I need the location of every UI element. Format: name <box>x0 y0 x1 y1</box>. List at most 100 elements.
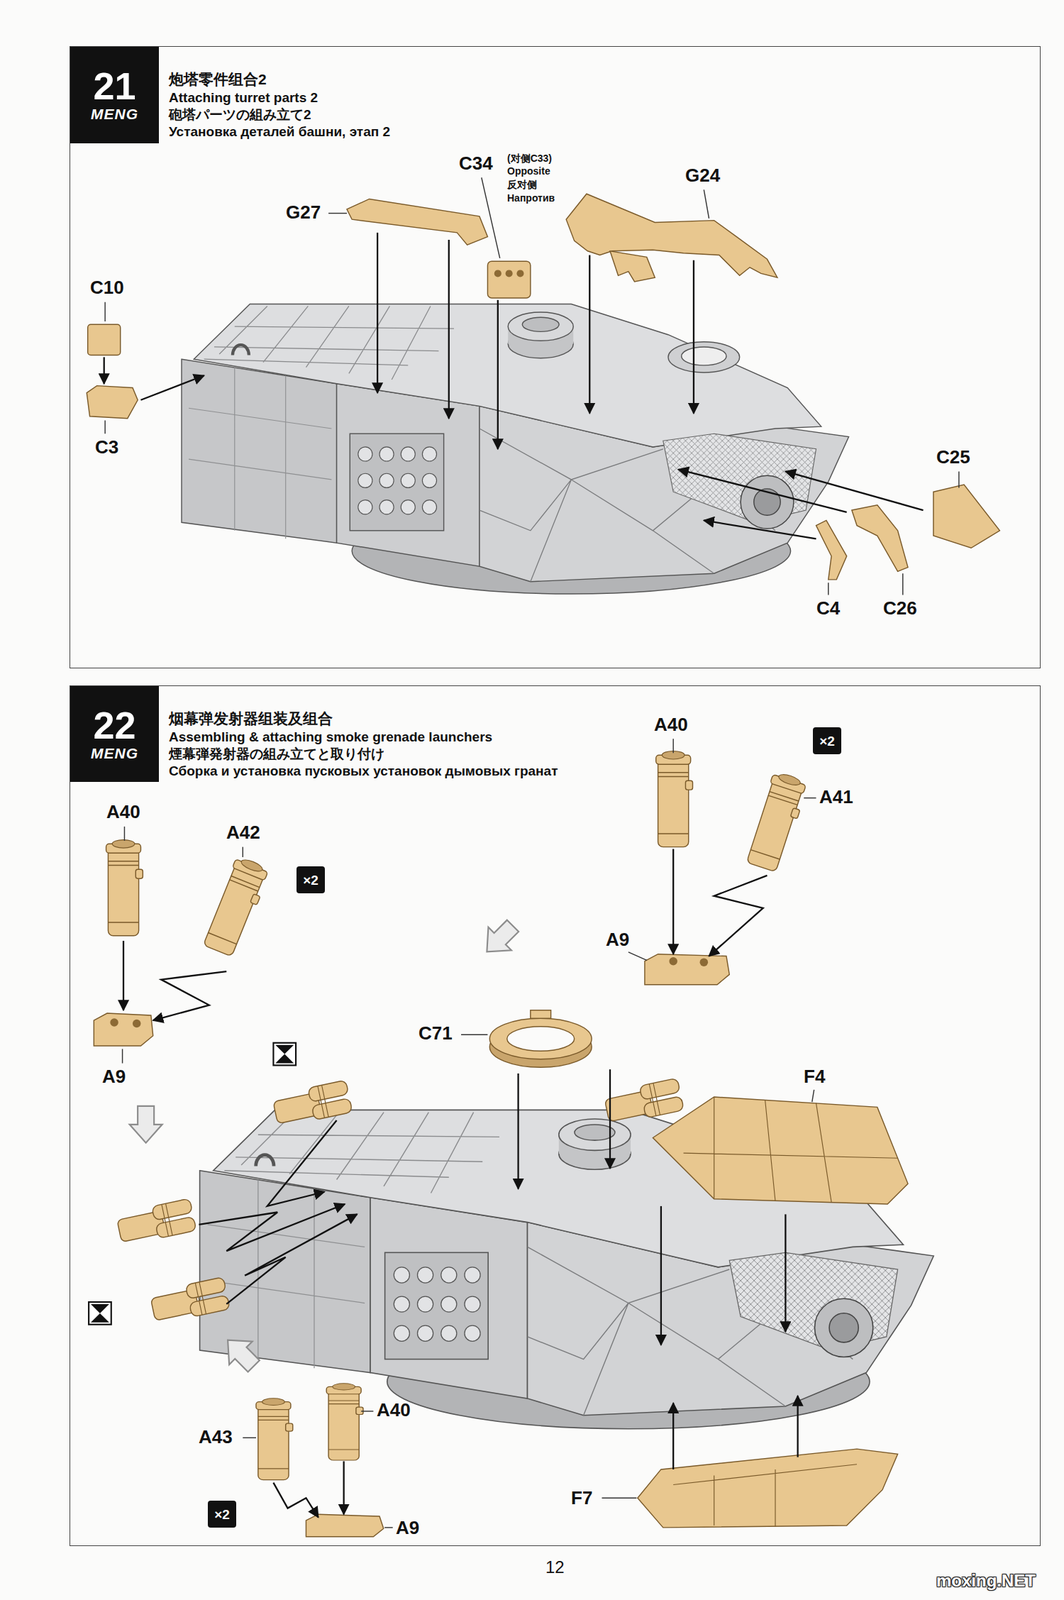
part-number: C25 <box>936 446 971 468</box>
part-number: A43 <box>198 1426 233 1448</box>
part-number: C10 <box>90 277 125 298</box>
step-title-en: Attaching turret parts 2 <box>168 89 391 107</box>
illustration-shape <box>122 940 125 1011</box>
illustration-shape <box>902 573 903 595</box>
illustration-shape <box>656 750 694 847</box>
illustration-shape <box>678 469 847 513</box>
step-number: 21 <box>92 66 136 105</box>
illustration-shape <box>609 1068 611 1168</box>
illustration-shape <box>566 193 778 278</box>
step-title-zh: 烟幕弹发射器组装及组合 <box>168 708 558 729</box>
illustration-shape <box>933 484 1000 548</box>
part-number: A40 <box>654 714 689 735</box>
illustration-shape <box>744 770 810 874</box>
illustration-shape <box>242 1437 257 1438</box>
illustration-shape <box>88 1301 112 1325</box>
illustration-shape <box>672 738 674 753</box>
illustration-shape <box>796 1395 798 1457</box>
illustration-shape <box>201 854 272 958</box>
illustration-shape <box>683 1096 899 1202</box>
part-number: G27 <box>285 202 321 223</box>
turret-illustration <box>181 304 850 594</box>
illustration-shape <box>475 914 525 964</box>
illustration-shape <box>530 1010 552 1019</box>
illustration-shape <box>271 1079 353 1128</box>
part-number: C26 <box>883 597 918 619</box>
quantity-mark: ×2 <box>819 734 835 748</box>
illustration-shape <box>198 1203 345 1251</box>
step-title-ru: Сборка и установка пусковых установок ды… <box>168 762 558 780</box>
illustration-shape <box>637 1448 899 1528</box>
illustration-shape <box>703 519 816 539</box>
illustration-shape <box>376 232 379 393</box>
illustration-shape <box>481 177 501 259</box>
illustration-shape <box>115 1198 197 1246</box>
illustration-shape <box>448 239 450 419</box>
illustration-shape <box>693 260 695 414</box>
step-title-ru: Установка деталей башни, этап 2 <box>168 123 391 141</box>
illustration-shape <box>149 1276 231 1325</box>
illustration-shape <box>628 951 647 961</box>
step-badge: 21MENG <box>70 46 159 144</box>
illustration-shape <box>242 846 244 857</box>
illustration-shape <box>132 1019 142 1028</box>
illustration-shape <box>346 198 488 245</box>
illustration-shape <box>709 875 768 957</box>
illustration-shape <box>672 849 674 955</box>
hint-symbols <box>88 914 525 1378</box>
illustration-shape <box>673 1464 857 1527</box>
illustration-shape <box>494 269 502 277</box>
assembly-arrows <box>104 232 924 539</box>
quantity-tag: ×2 <box>207 1500 237 1528</box>
step-title-zh: 炮塔零件组合2 <box>168 69 391 90</box>
part-number: C3 <box>95 436 119 458</box>
illustration-shape <box>517 1073 519 1189</box>
illustration-shape <box>507 1026 575 1052</box>
note: (对侧C33) <box>507 153 552 164</box>
illustration-shape <box>660 1205 662 1345</box>
part-shapes <box>86 193 1000 580</box>
illustration-shape <box>812 1089 815 1102</box>
illustration-shape <box>106 839 144 936</box>
brand-logo: MENG <box>90 104 139 123</box>
illustration-shape <box>122 1048 123 1063</box>
step-title-en: Assembling & attaching smoke grenade lau… <box>168 728 558 746</box>
illustration-shape <box>827 582 829 595</box>
illustration-shape <box>672 1402 674 1469</box>
step-heading: 炮塔零件组合2Attaching turret parts 2砲塔パーツの組み立… <box>168 69 391 141</box>
quantity-mark: ×2 <box>214 1507 230 1521</box>
illustration-shape <box>784 1213 786 1331</box>
note: Напротив <box>507 192 555 204</box>
illustration-shape <box>700 957 709 967</box>
illustration-shape <box>610 251 655 282</box>
step-panel: 21MENG炮塔零件组合2Attaching turret parts 2砲塔パ… <box>69 46 1041 669</box>
note: Opposite <box>507 165 551 177</box>
part-number: A40 <box>376 1399 411 1421</box>
illustration-shape <box>129 1105 163 1143</box>
illustration-shape <box>461 1034 488 1035</box>
brand-logo: MENG <box>90 744 139 762</box>
illustration-shape <box>816 519 847 579</box>
illustration-shape <box>124 826 125 841</box>
illustration-shape <box>361 1410 374 1411</box>
illustration-shape <box>326 1383 364 1460</box>
illustration-shape <box>93 1012 153 1046</box>
illustration-shape <box>505 269 513 277</box>
part-number: G24 <box>685 165 720 186</box>
illustration-shape <box>652 1096 908 1204</box>
illustration-shape <box>851 505 908 572</box>
illustration-shape <box>803 797 816 798</box>
illustration-shape <box>267 1120 337 1206</box>
illustration-shape <box>958 470 960 488</box>
leader-lines <box>104 177 960 595</box>
leader-lines <box>122 738 817 1528</box>
illustration-shape <box>256 1398 293 1480</box>
step-panel: 22MENG×2×2×2烟幕弹发射器组装及组合Assembling & atta… <box>69 685 1041 1546</box>
illustration-shape <box>703 189 709 218</box>
step-title-ja: 煙幕弾発射器の組み立てと取り付け <box>168 745 558 763</box>
illustration-shape <box>140 375 204 401</box>
illustration-shape <box>384 1526 393 1528</box>
part-number: F4 <box>803 1066 825 1087</box>
